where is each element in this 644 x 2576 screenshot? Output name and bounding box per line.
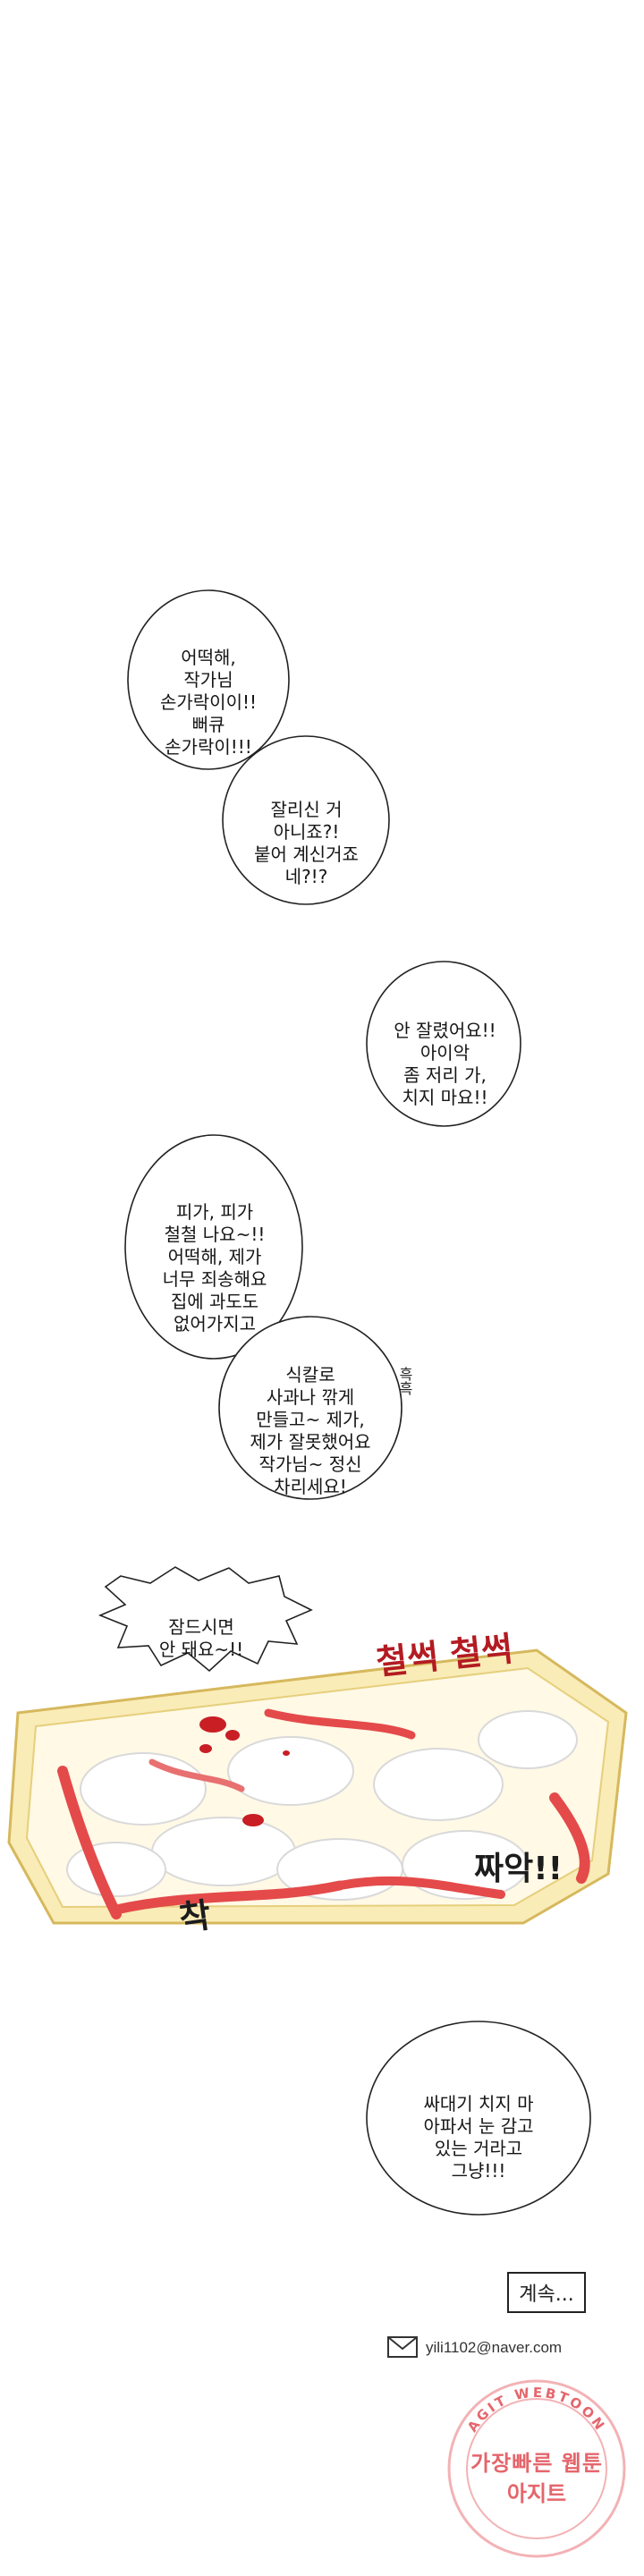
slap-sfx-left: 착 [176, 1894, 214, 1939]
slap-sfx-right: 짜악!! [474, 1851, 564, 1887]
author-email: yili1102@naver.com [388, 2334, 562, 2361]
shout-bubble [97, 1566, 313, 1673]
envelope-icon [387, 2336, 418, 2358]
continue-label: 계속... [519, 2284, 574, 2306]
watermark-seal-icon: AGIT WEBTOON [447, 2379, 626, 2558]
email-text: yili1102@naver.com [426, 2339, 563, 2356]
speech-bubble-7 [366, 2021, 591, 2216]
continue-label-box: 계속... [507, 2272, 586, 2313]
speech-bubble-4 [124, 1134, 303, 1360]
watermark-line2: 아지트 [506, 2481, 567, 2506]
speech-bubble-5 [218, 1316, 402, 1500]
svg-text:AGIT WEBTOON: AGIT WEBTOON [464, 2385, 609, 2436]
speech-bubble-2 [222, 735, 390, 905]
speech-bubble-1 [127, 589, 290, 770]
sob-sfx: 흑흑 [396, 1367, 413, 1395]
watermark-stamp: AGIT WEBTOON 가장빠른 웹툰 아지트 [438, 2370, 635, 2567]
watermark-line1: 가장빠른 웹툰 [470, 2451, 603, 2476]
tray-illustration [7, 1648, 628, 1925]
speech-bubble-3 [366, 961, 521, 1127]
